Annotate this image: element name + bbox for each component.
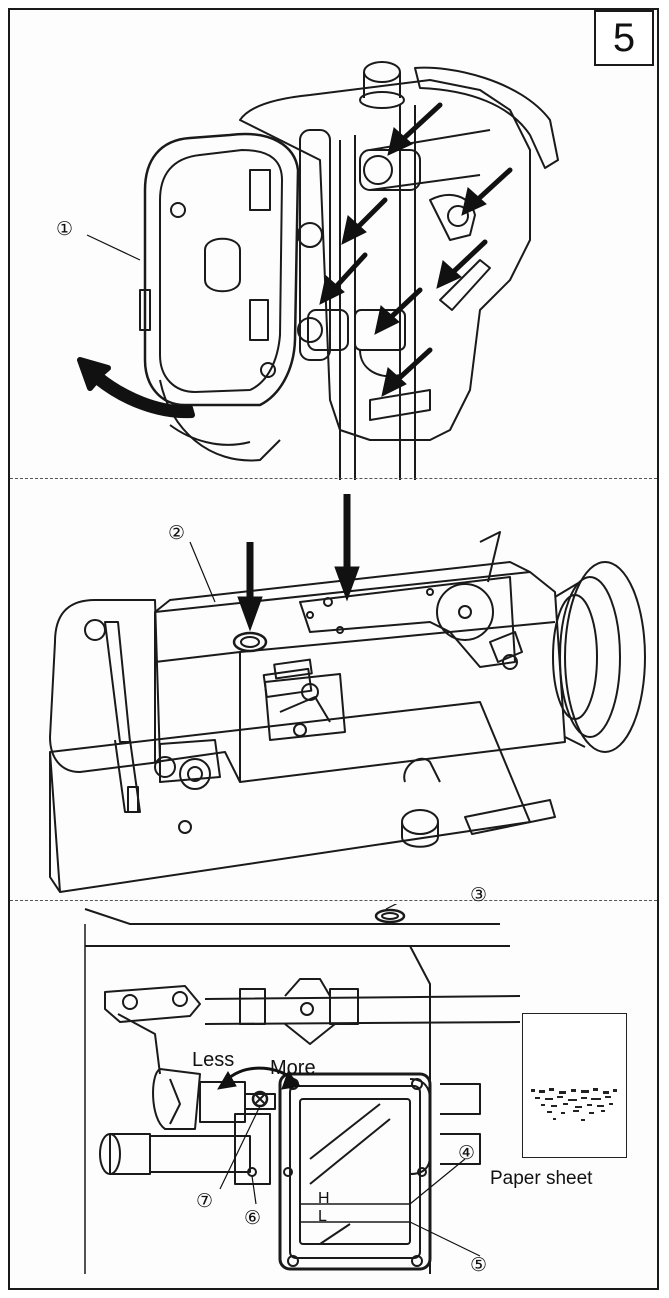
- oil-window-plate: [278, 1072, 432, 1271]
- face-plate-cover: [143, 132, 300, 407]
- paper-sheet-box: [522, 1013, 627, 1158]
- callout-7: ⑦: [196, 1191, 214, 1212]
- callout-4: ④: [458, 1143, 476, 1164]
- panel-face-plate: [77, 61, 559, 480]
- oiling-point-arrows: [319, 102, 513, 397]
- oil-stain-marks: [531, 1088, 617, 1121]
- divider-1: [10, 478, 657, 479]
- callout-2: ②: [168, 523, 186, 544]
- step-number: 5: [612, 15, 636, 60]
- paper-sheet-label: Paper sheet: [490, 1168, 593, 1189]
- label-less: Less: [192, 1049, 235, 1071]
- panel-machine-arm: [49, 494, 646, 893]
- curved-arrow-icon: [77, 357, 195, 419]
- step-number-box: 5: [594, 10, 654, 66]
- machine-arm: [154, 571, 566, 783]
- callout-3: ③: [470, 885, 488, 906]
- label-low: L: [318, 1208, 327, 1225]
- double-arrow-icon: [217, 1066, 301, 1090]
- callout-1: ①: [56, 219, 74, 240]
- panel-oil-adjustment: [84, 904, 521, 1274]
- callout-5: ⑤: [470, 1255, 488, 1276]
- label-high: H: [318, 1190, 330, 1207]
- handwheel: [564, 561, 646, 753]
- label-more: More: [270, 1057, 316, 1079]
- divider-2: [10, 900, 657, 901]
- machine-head-body: [239, 79, 531, 441]
- callout-6: ⑥: [244, 1208, 262, 1229]
- down-arrow-icon: [237, 494, 360, 632]
